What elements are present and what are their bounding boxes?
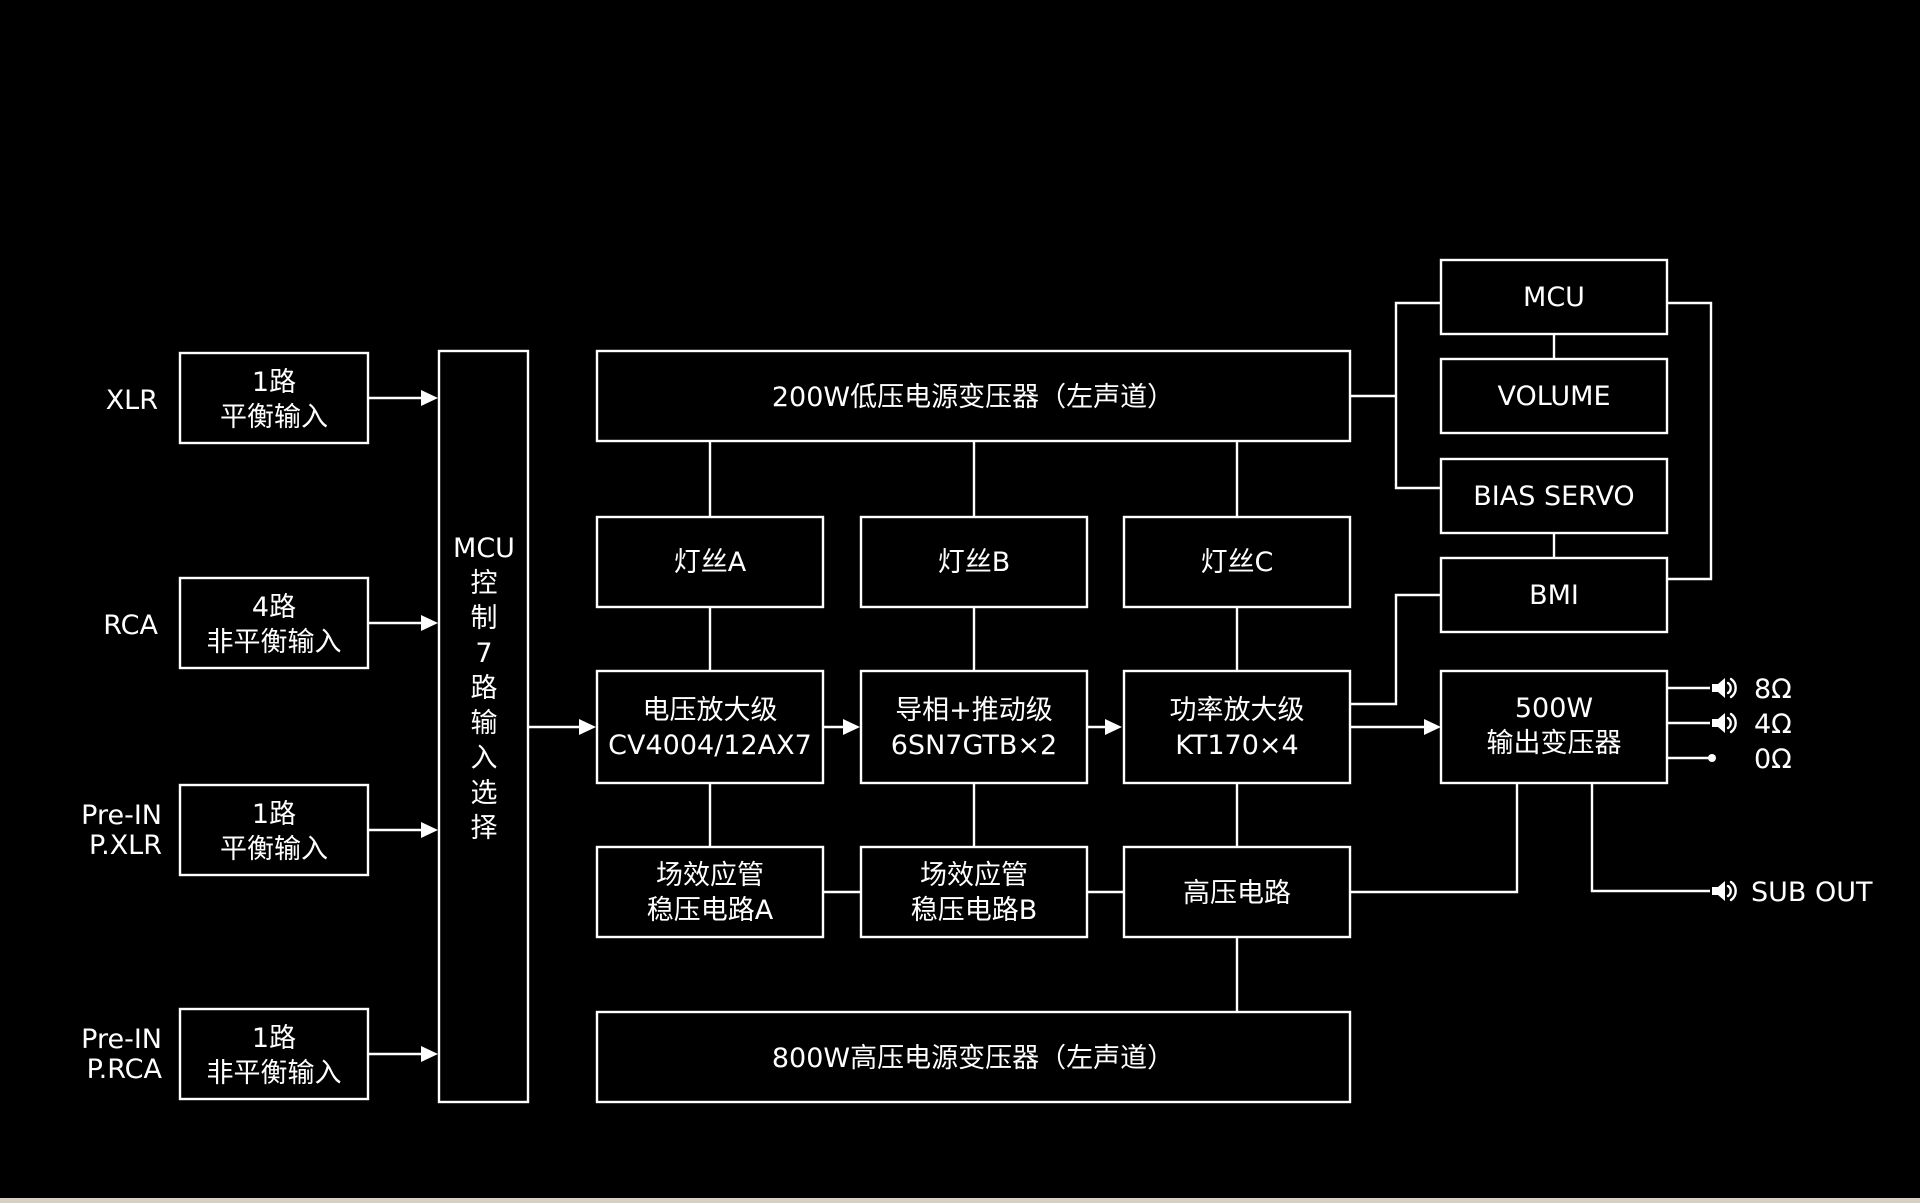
input-box-label: 1路	[252, 799, 296, 830]
speaker-icon	[1712, 677, 1737, 699]
mcu-box	[1439, 258, 1669, 336]
regulator-label: 场效应管	[920, 860, 1028, 891]
mcu-input-selector: MCU 控 制 7 路 输 入 选 择	[437, 349, 530, 1104]
low-voltage-transformer-label: 200W低压电源变压器（左声道）	[772, 382, 1174, 413]
stage-label: 功率放大级	[1170, 695, 1305, 726]
output-transformer-label: 500W	[1515, 693, 1593, 724]
input-box-label: 平衡输入	[220, 402, 328, 433]
selector-char: 择	[471, 813, 498, 844]
input-source-label: Pre-IN	[81, 1024, 162, 1055]
output-transformer: 500W 输出变压器	[1439, 669, 1669, 785]
stage-label: 导相+推动级	[895, 695, 1053, 726]
input-source-label: XLR	[106, 385, 158, 416]
bias-servo-label: BIAS SERVO	[1473, 481, 1634, 512]
arrowhead	[421, 615, 438, 631]
tap-label-4-ohm: 4Ω	[1754, 709, 1792, 740]
input-box-label: 非平衡输入	[207, 627, 342, 658]
control-stack: MCU VOLUME BIAS SERVO BMI	[1439, 258, 1669, 634]
filament-label: 灯丝A	[674, 547, 747, 578]
stage-tube: CV4004/12AX7	[608, 730, 812, 761]
output-icons	[1708, 677, 1737, 902]
filament-box	[595, 515, 825, 609]
arrowhead	[1105, 719, 1122, 735]
sub-out-label: SUB OUT	[1751, 877, 1873, 908]
regulator-label: 场效应管	[656, 860, 764, 891]
speaker-icon	[1712, 712, 1737, 734]
output-transformer-label: 输出变压器	[1487, 728, 1622, 759]
input-box	[178, 576, 370, 670]
input-box	[178, 1007, 370, 1101]
stage-row: 电压放大级 CV4004/12AX7 导相+推动级 6SN7GTB×2 功率放大…	[595, 669, 1352, 785]
driver-stage	[859, 669, 1089, 785]
input-source-label: P.XLR	[89, 830, 162, 861]
tap-label-0-ohm: 0Ω	[1754, 744, 1792, 775]
filament-box	[859, 515, 1089, 609]
arrowhead	[843, 719, 860, 735]
regulator-label: 稳压电路A	[647, 895, 774, 926]
regulator-label: 高压电路	[1183, 878, 1291, 909]
power-amp-stage	[1122, 669, 1352, 785]
input-source-label: Pre-IN	[81, 800, 162, 831]
stage-tube: KT170×4	[1175, 730, 1298, 761]
regulator-label: 稳压电路B	[911, 895, 1038, 926]
arrowhead	[579, 719, 596, 735]
regulator-box	[859, 845, 1089, 939]
voltage-amp-stage	[595, 669, 825, 785]
output-taps: 8Ω 4Ω 0Ω SUB OUT	[1751, 674, 1873, 908]
selector-char: 控	[471, 568, 498, 599]
stage-tube: 6SN7GTB×2	[891, 730, 1057, 761]
filament-row: 灯丝A 灯丝B 灯丝C	[595, 515, 1352, 609]
speaker-icon	[1712, 880, 1737, 902]
input-box-label: 平衡输入	[220, 834, 328, 865]
input-box-label: 4路	[252, 592, 296, 623]
volume-label: VOLUME	[1497, 381, 1610, 412]
input-box	[178, 351, 370, 445]
arrowhead	[1424, 719, 1441, 735]
bottom-border-strip	[0, 1198, 1920, 1203]
volume-box	[1439, 357, 1669, 435]
bmi-label: BMI	[1529, 580, 1579, 611]
arrowhead	[421, 390, 438, 406]
selector-char: 选	[471, 778, 498, 809]
selector-char: 7	[475, 638, 492, 669]
selector-char: 制	[471, 603, 498, 634]
input-box-label: 非平衡输入	[207, 1058, 342, 1089]
low-voltage-transformer: 200W低压电源变压器（左声道）	[595, 349, 1352, 443]
high-voltage-transformer-label: 800W高压电源变压器（左声道）	[772, 1043, 1174, 1074]
input-box-label: 1路	[252, 1023, 296, 1054]
ground-terminal-dot	[1708, 754, 1716, 762]
arrowhead	[421, 1046, 438, 1062]
connection-wires	[368, 301, 1713, 1056]
arrowheads	[421, 390, 1441, 1062]
high-voltage-transformer: 800W高压电源变压器（左声道）	[595, 1010, 1352, 1104]
tap-label-8-ohm: 8Ω	[1754, 674, 1792, 705]
stage-label: 电压放大级	[643, 695, 778, 726]
high-voltage-circuit	[1122, 845, 1352, 939]
input-source-label: RCA	[103, 610, 158, 641]
filament-label: 灯丝B	[938, 547, 1011, 578]
input-source-label: P.RCA	[87, 1054, 163, 1085]
filament-box	[1122, 515, 1352, 609]
input-box-label: 1路	[252, 367, 296, 398]
regulator-box	[595, 845, 825, 939]
bias-servo-box	[1439, 457, 1669, 535]
selector-char: 入	[471, 743, 498, 774]
mcu-label: MCU	[1523, 282, 1585, 313]
selector-title: MCU	[453, 533, 515, 564]
filament-label: 灯丝C	[1201, 547, 1274, 578]
input-box	[178, 783, 370, 877]
arrowhead	[421, 822, 438, 838]
bmi-box	[1439, 556, 1669, 634]
selector-char: 路	[471, 673, 498, 704]
regulator-row: 场效应管 稳压电路A 场效应管 稳压电路B 高压电路	[595, 845, 1352, 939]
selector-char: 输	[471, 708, 498, 739]
input-section: XLR 1路 平衡输入 RCA 4路 非平衡输入 Pre-IN P.XLR 1路…	[81, 351, 370, 1101]
